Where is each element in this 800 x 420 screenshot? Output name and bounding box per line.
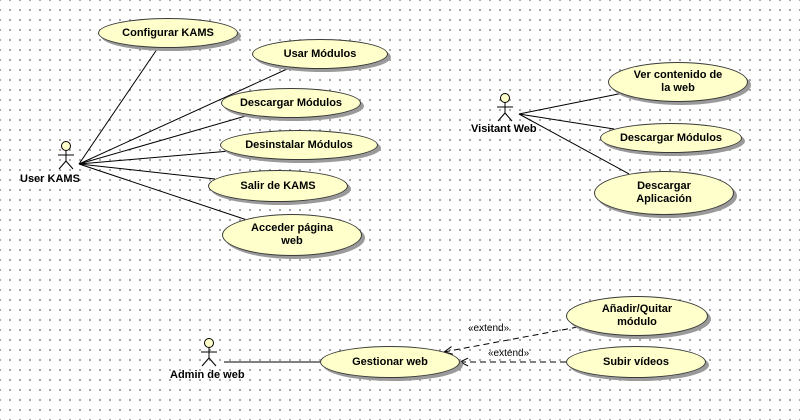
use-case-acceder-pagina-web[interactable]: Acceder página web	[222, 214, 362, 256]
use-case-anadir-quitar-modulo[interactable]: Añadir/Quitar módulo	[566, 296, 708, 336]
extend-arrowhead	[458, 357, 469, 367]
use-case-label: Configurar KAMS	[122, 26, 214, 39]
use-case-subir-videos[interactable]: Subir vídeos	[566, 346, 706, 378]
actor-layer	[58, 93, 513, 367]
actor-user-kams-icon	[58, 141, 74, 170]
association-line	[78, 47, 159, 165]
use-case-label: Salir de KAMS	[240, 179, 316, 192]
use-case-descargar-modulos-user[interactable]: Descargar Módulos	[221, 88, 361, 118]
actor-leg	[497, 112, 506, 122]
use-case-ver-contenido[interactable]: Ver contenido de la web	[608, 62, 748, 102]
association-line	[78, 114, 250, 165]
use-case-label: Usar Módulos	[283, 47, 357, 60]
use-case-label: Ver contenido de la web	[633, 69, 723, 94]
actor-label-user-kams: User KAMS	[20, 173, 80, 185]
use-case-configurar-kams[interactable]: Configurar KAMS	[98, 18, 238, 48]
actor-admin-web-icon	[201, 338, 217, 367]
actor-visitant-web-icon	[497, 93, 513, 122]
association-line	[78, 67, 291, 165]
use-case-descargar-modulos-visitant[interactable]: Descargar Módulos	[600, 123, 742, 153]
use-case-desinstalar-modulos[interactable]: Desinstalar Módulos	[220, 130, 378, 160]
association-line	[78, 163, 216, 180]
use-case-label: Descargar Módulos	[619, 131, 723, 144]
actor-leg	[58, 160, 67, 170]
association-line	[518, 113, 630, 175]
use-case-label: Gestionar web	[352, 355, 428, 368]
use-case-salir-de-kams[interactable]: Salir de KAMS	[208, 170, 348, 202]
use-case-label: Descargar Aplicación	[636, 180, 692, 205]
actor-leg	[65, 160, 74, 170]
actor-leg	[504, 112, 513, 122]
actor-label-admin-de-web: Admin de web	[170, 369, 245, 381]
use-case-label: Subir vídeos	[602, 355, 670, 368]
extend-label: «extend»	[488, 348, 530, 359]
use-case-label: Añadir/Quitar módulo	[601, 303, 673, 328]
use-case-label: Desinstalar Módulos	[245, 138, 353, 151]
association-line	[78, 150, 228, 165]
use-case-usar-modulos[interactable]: Usar Módulos	[252, 39, 388, 69]
association-line	[78, 163, 246, 220]
use-case-label: Acceder página web	[251, 222, 333, 247]
association-line	[518, 113, 615, 130]
extend-line	[444, 326, 578, 353]
actor-leg	[208, 357, 217, 367]
extend-label: «extend»	[468, 323, 510, 334]
actor-label-visitant-web: Visitant Web	[471, 123, 537, 135]
use-case-label: Descargar Módulos	[239, 96, 343, 109]
actor-leg	[201, 357, 210, 367]
association-line	[518, 93, 621, 115]
use-case-descargar-aplicacion[interactable]: Descargar Aplicación	[594, 171, 734, 215]
use-case-gestionar-web[interactable]: Gestionar web	[320, 346, 460, 378]
